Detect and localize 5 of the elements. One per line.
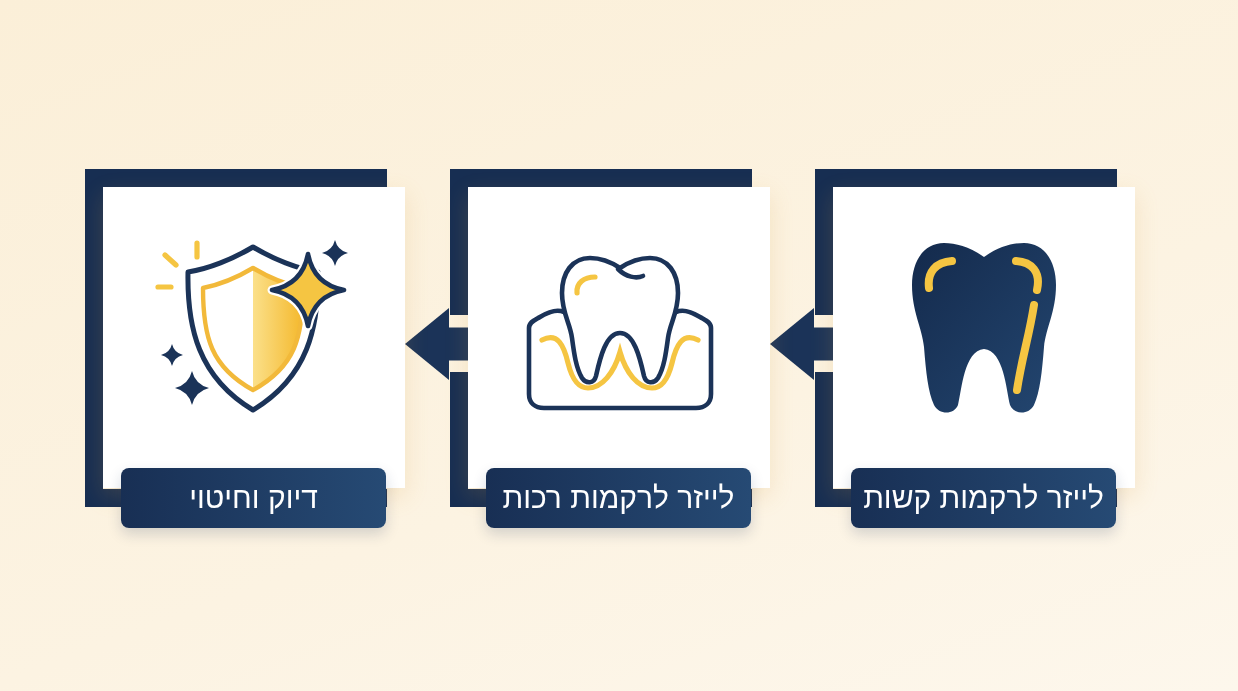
arrow	[770, 308, 833, 380]
label-bar: דיוק וחיטוי	[121, 468, 386, 528]
arrow	[405, 308, 468, 380]
label-bar: לייזר לרקמות קשות	[851, 468, 1116, 528]
label-bar: לייזר לרקמות רכות	[486, 468, 751, 528]
